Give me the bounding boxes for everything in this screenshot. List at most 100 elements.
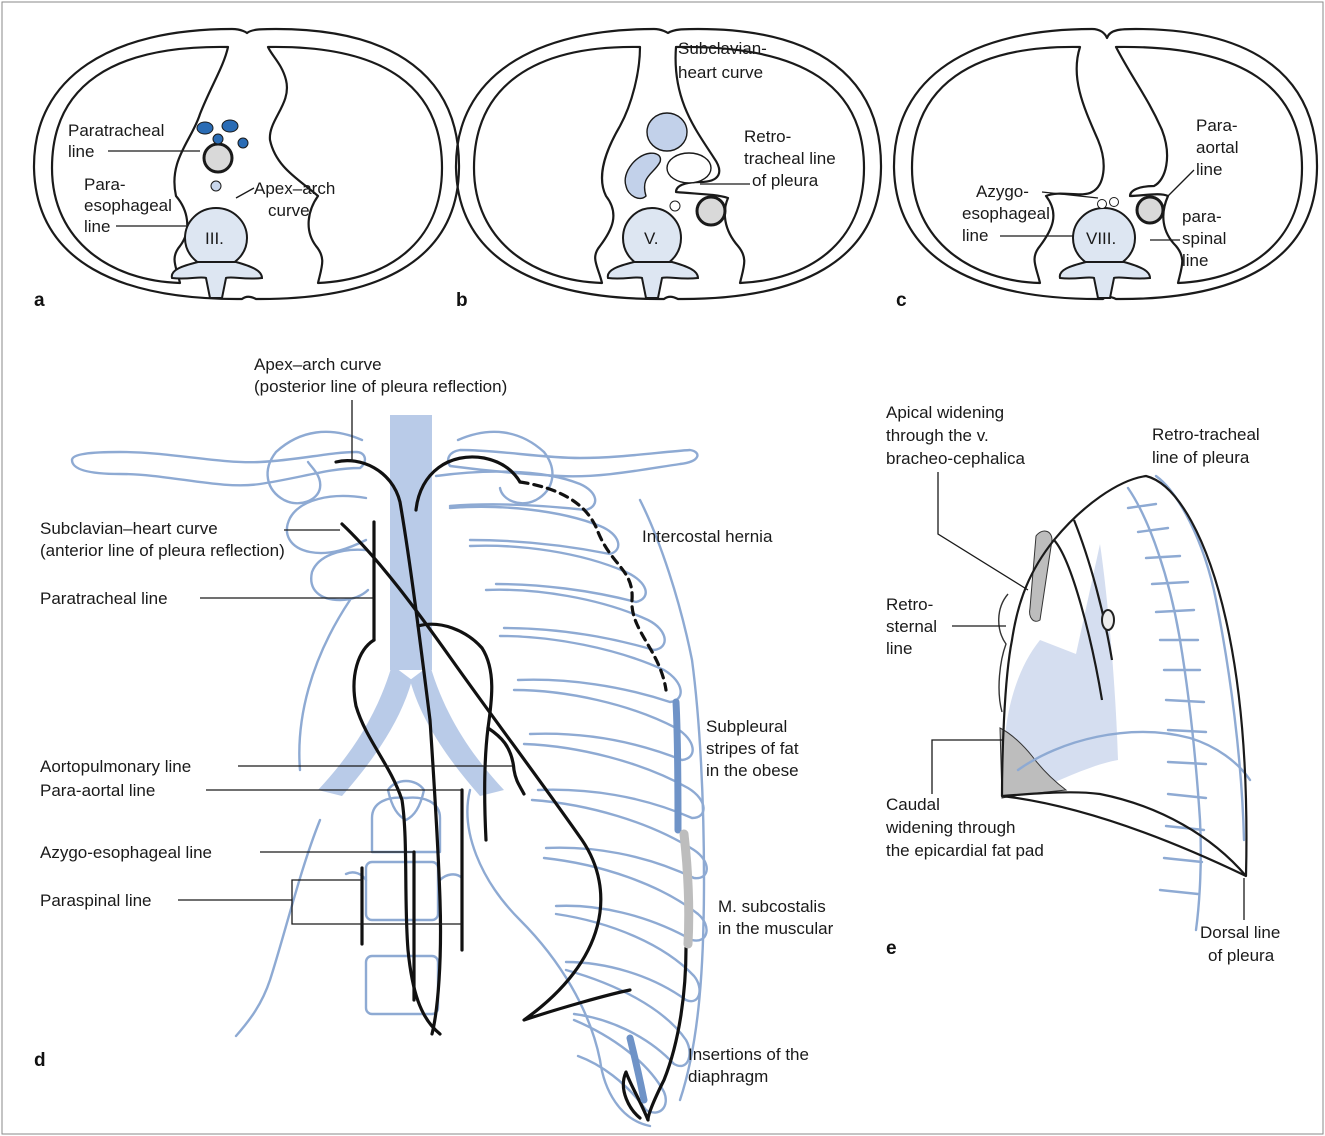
panel-a-paraesophageal-label-2: esophageal xyxy=(84,196,172,215)
panel-c-paraspinal-label-1: para- xyxy=(1182,207,1222,226)
panel-c-paraspinal-label-2: spinal xyxy=(1182,229,1226,248)
panel-a-vessel-2 xyxy=(222,120,238,132)
panel-b-svc xyxy=(625,153,660,198)
panel-c: VIII. Para- aortal line Azygo- esophagea… xyxy=(894,29,1317,311)
panel-d-subcostalis-stripe xyxy=(684,834,689,944)
panel-e-brachiocephalic-fill xyxy=(1030,531,1052,621)
panel-b: V. Subclavian- heart curve Retro- trache… xyxy=(456,29,881,311)
panel-d-rib-r10 xyxy=(556,914,700,1001)
panel-a-vessel-4 xyxy=(238,138,248,148)
panel-e-retro-tracheal-label-1: Retro-tracheal xyxy=(1152,425,1260,444)
panel-a-esophagus xyxy=(211,181,221,191)
panel-b-trachea-outline xyxy=(667,153,711,183)
panel-e-caudal-label-2: widening through xyxy=(885,818,1015,837)
panel-e-spine-vertebrae xyxy=(1128,504,1206,894)
panel-c-vertebra-label: VIII. xyxy=(1086,229,1116,248)
panel-d-azygo-label: Azygo-esophageal line xyxy=(40,843,212,862)
panel-d-spine-process xyxy=(388,781,424,820)
panel-e-dorsal-label-2: of pleura xyxy=(1208,946,1275,965)
panel-d-left-clavicle xyxy=(72,452,365,485)
panel-b-letter: b xyxy=(456,290,468,311)
panel-e-caudal-leader xyxy=(932,740,1004,794)
panel-d-rib-r4 xyxy=(486,590,665,650)
panel-e-letter: e xyxy=(886,938,897,959)
panel-b-aortic-arch xyxy=(647,113,687,151)
panel-d-left-rib-3 xyxy=(311,550,368,600)
panel-d-vertebra-1 xyxy=(366,862,438,920)
panel-c-para-aortal-leader xyxy=(1168,170,1194,196)
panel-e-apical-leader xyxy=(938,472,1028,590)
panel-c-letter: c xyxy=(896,290,907,311)
panel-d-paraspinal-leader xyxy=(178,880,462,924)
panel-a-letter: a xyxy=(34,290,45,311)
panel-d-rib-r9 xyxy=(544,858,707,941)
panel-e-retrosternal-label-3: line xyxy=(886,639,912,658)
panel-c-vertebral-arch xyxy=(1060,262,1150,298)
panel-e-caudal-label-1: Caudal xyxy=(886,795,940,814)
panel-a-vertebral-arch xyxy=(172,262,262,298)
panel-d-left-outer xyxy=(299,600,350,770)
panel-d-apex-arch-label-2: (posterior line of pleura reflection) xyxy=(254,377,507,396)
panel-c-para-aortal-label-2: aortal xyxy=(1196,138,1239,157)
panel-a-paratracheal-label-2: line xyxy=(68,142,94,161)
panel-e-spine-column xyxy=(1128,488,1201,930)
panel-e-caudal-label-3: the epicardial fat pad xyxy=(886,841,1044,860)
panel-d-letter: d xyxy=(34,1050,46,1071)
panel-b-retrotracheal-label-1: Retro- xyxy=(744,127,791,146)
panel-d-left-rib-2 xyxy=(287,496,366,553)
panel-a-vertebra-label: III. xyxy=(205,229,224,248)
panel-a-trachea xyxy=(204,144,232,172)
panel-a-vessel-1 xyxy=(197,122,213,134)
panel-d-subcostalis-label-2: in the muscular xyxy=(718,919,834,938)
panel-a-apex-arch-label-1: Apex–arch xyxy=(254,179,335,198)
panel-d-subpleural-label-3: in the obese xyxy=(706,761,799,780)
panel-b-esophagus xyxy=(670,201,680,211)
panel-c-azygos xyxy=(1098,200,1107,209)
panel-c-para-aortal-label-1: Para- xyxy=(1196,116,1238,135)
panel-d-diaphragm-stripe xyxy=(630,1038,644,1100)
panel-d-subcostalis-label-1: M. subcostalis xyxy=(718,897,826,916)
panel-a-paraesophageal-label-1: Para- xyxy=(84,175,126,194)
panel-d-subclavian-label-1: Subclavian–heart curve xyxy=(40,519,218,538)
panel-d-subpleural-label-1: Subpleural xyxy=(706,717,787,736)
panel-c-esophagus xyxy=(1110,198,1119,207)
panel-c-azygo-label-1: Azygo- xyxy=(976,182,1029,201)
panel-c-paraspinal-label-3: line xyxy=(1182,251,1208,270)
panel-d-apex-arch-label-1: Apex–arch curve xyxy=(254,355,382,374)
panel-a-vessel-3 xyxy=(213,134,223,144)
panel-d-subclavian-label-2: (anterior line of pleura reflection) xyxy=(40,541,285,560)
panel-e-retro-tracheal-label-2: line of pleura xyxy=(1152,448,1250,467)
panel-e-apical-label-1: Apical widening xyxy=(886,403,1004,422)
panel-d-trachea xyxy=(390,415,432,670)
panel-e-apical-label-3: bracheo-cephalica xyxy=(886,449,1025,468)
panel-d-diaphragm-label-1: Insertions of the xyxy=(688,1045,809,1064)
panel-e: Apical widening through the v. bracheo-c… xyxy=(885,403,1280,965)
panel-a-paratracheal-label-1: Paratracheal xyxy=(68,121,164,140)
panel-d-paraspinal-label: Paraspinal line xyxy=(40,891,152,910)
panel-a-paraesophageal-label-3: line xyxy=(84,217,110,236)
panel-b-subclavian-label-1: Subclavian- xyxy=(678,39,767,58)
panel-c-azygo-label-2: esophageal xyxy=(962,204,1050,223)
panel-c-para-aortal-label-3: line xyxy=(1196,160,1222,179)
panel-e-retrosternal-label-2: sternal xyxy=(886,617,937,636)
panel-d-para-aortal-label: Para-aortal line xyxy=(40,781,155,800)
panel-d-rib-cage-outer xyxy=(640,500,704,1100)
panel-e-retrotracheal-line xyxy=(1156,476,1244,840)
panel-a: III. Paratracheal line Para- esophageal … xyxy=(34,29,459,311)
panel-d-paratracheal-label: Paratracheal line xyxy=(40,589,168,608)
panel-e-dorsal-line xyxy=(1002,796,1246,876)
panel-d: Apex–arch curve (posterior line of pleur… xyxy=(34,355,834,1126)
panel-d-aortopulmonary-label: Aortopulmonary line xyxy=(40,757,191,776)
panel-b-vertebra-label: V. xyxy=(644,229,659,248)
panel-d-subpleural-label-2: stripes of fat xyxy=(706,739,799,758)
panel-a-right-lung xyxy=(268,47,442,283)
panel-d-vertebra-2 xyxy=(366,956,438,1014)
panel-d-rib-r12 xyxy=(574,1020,666,1113)
panel-d-rib-r5 xyxy=(500,636,681,702)
panel-c-azygo-label-3: line xyxy=(962,226,988,245)
panel-e-retrosternal-label-1: Retro- xyxy=(886,595,933,614)
panel-e-apical-label-2: through the v. xyxy=(886,426,989,445)
panel-c-descending-aorta xyxy=(1137,197,1163,223)
panel-d-intercostal-hernia-label: Intercostal hernia xyxy=(642,527,773,546)
